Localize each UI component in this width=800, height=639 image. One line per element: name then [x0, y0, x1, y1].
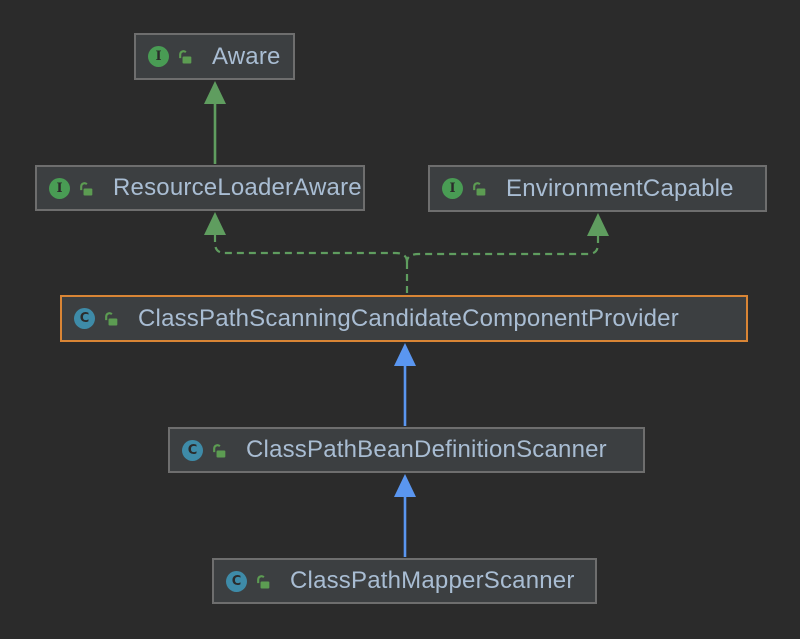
node-class-path-bean-definition-scanner[interactable]: C ClassPathBeanDefinitionScanner: [168, 427, 645, 473]
class-icon: C: [182, 439, 203, 461]
node-label: Aware: [212, 42, 281, 70]
open-lock-icon: [179, 50, 192, 64]
node-label: ClassPathBeanDefinitionScanner: [246, 436, 607, 463]
open-lock-icon: [105, 312, 118, 326]
node-aware[interactable]: I Aware: [134, 33, 295, 80]
node-class-path-mapper-scanner[interactable]: C ClassPathMapperScanner: [212, 558, 597, 604]
open-lock-icon: [213, 443, 226, 458]
edge-bds-extends-provider: [394, 343, 416, 426]
node-class-path-scanning-candidate-component-provider[interactable]: C ClassPathScanningCandidateComponentPro…: [60, 295, 748, 342]
node-label: ResourceLoaderAware: [113, 174, 362, 201]
node-label: ClassPathMapperScanner: [290, 567, 575, 594]
interface-icon: I: [49, 177, 70, 199]
node-resource-loader-aware[interactable]: I ResourceLoaderAware: [35, 165, 365, 211]
edge-resourceloaderaware-extends-aware: [204, 81, 226, 164]
interface-icon: I: [148, 46, 169, 67]
open-lock-icon: [80, 181, 93, 196]
node-label: ClassPathScanningCandidateComponentProvi…: [138, 304, 679, 332]
node-label: EnvironmentCapable: [506, 174, 734, 202]
open-lock-icon: [257, 574, 270, 589]
class-icon: C: [226, 570, 247, 592]
edge-provider-implements-resourceloaderaware: [204, 212, 409, 263]
interface-icon: I: [442, 178, 463, 199]
open-lock-icon: [473, 182, 486, 196]
edge-mapper-extends-bds: [394, 474, 416, 557]
node-environment-capable[interactable]: I EnvironmentCapable: [428, 165, 767, 212]
class-icon: C: [74, 308, 95, 329]
edge-provider-implements-environmentcapable: [405, 213, 609, 263]
